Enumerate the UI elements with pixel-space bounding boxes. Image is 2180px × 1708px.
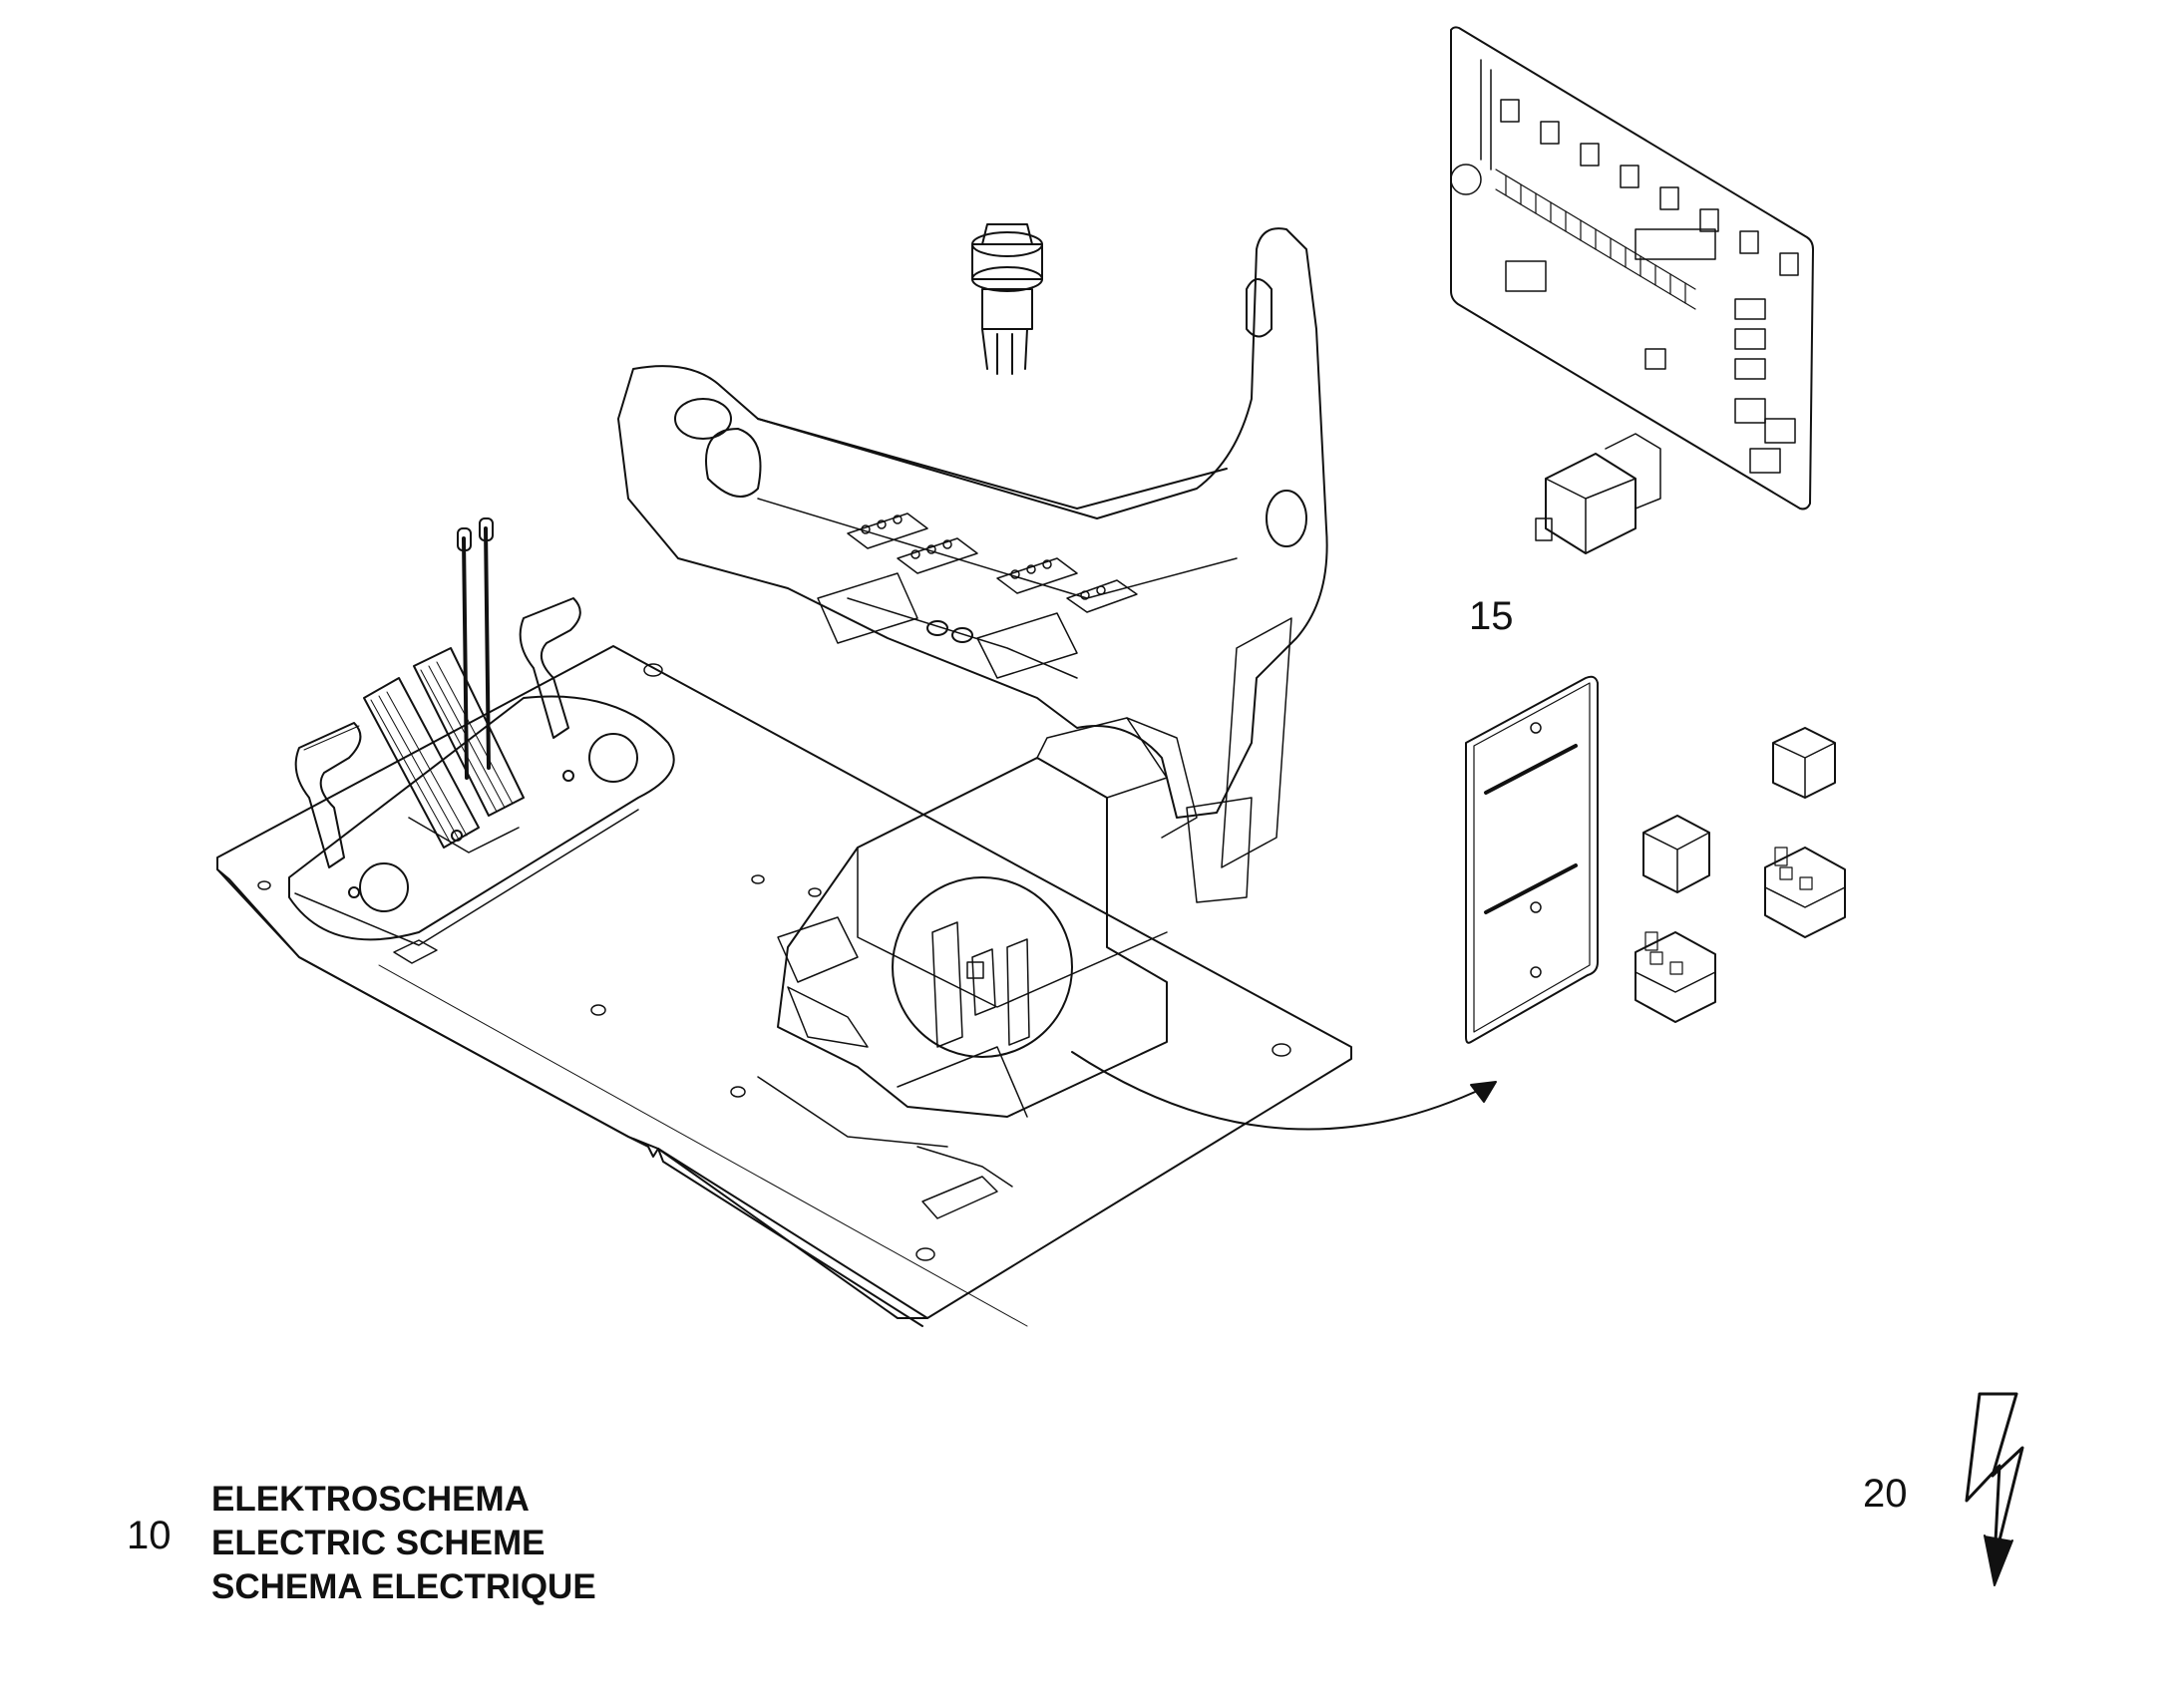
title-english: ELECTRIC SCHEME [211,1524,545,1562]
connector-block [1506,229,1795,473]
tow-handle [922,1177,997,1218]
plate-label-tag [394,940,437,963]
switch-panel-2 [898,538,977,573]
section-title: ELEKTROSCHEMA ELECTRIC SCHEME SCHEMA ELE… [211,1478,596,1609]
lightning-bolt-icon [1967,1394,2022,1585]
dashboard-console [618,228,1327,902]
console-opening-left [675,399,731,439]
switch-panel-3 [997,558,1077,593]
relay-row [1501,100,1798,275]
console-opening-right [1267,491,1306,546]
title-french: SCHEMA ELECTRIQUE [211,1567,596,1606]
fuse-strip [1496,170,1695,309]
callout-15: 15 [1469,594,1514,638]
floor-plate [217,646,1351,1326]
rotary-key-switch [972,224,1042,374]
callout-10: 10 [127,1514,172,1557]
pedal-plate [289,696,674,945]
title-dutch: ELEKTROSCHEMA [211,1480,530,1519]
relay-cube-1 [1773,728,1835,798]
control-circuit-board [1451,27,1813,509]
seat-box-frame [758,718,1197,1218]
accelerator-pedal-ridged-1 [364,678,479,848]
relay-socket-2 [1635,932,1715,1022]
blade-fuse [1536,434,1660,553]
relay-socket-1 [1765,848,1845,937]
switch-panel-1 [848,513,927,548]
pedal-right [521,598,580,738]
mounting-plate [1466,677,1598,1043]
control-levers [458,518,493,778]
detail-callout-circle [893,877,1072,1057]
callout-20: 20 [1863,1472,1908,1516]
switch-panel-4 [1067,580,1137,612]
leader-arrow [1072,1052,1496,1130]
plate-bolts [258,664,1290,1260]
pedal-left [296,723,361,867]
console-display-slot [818,573,917,643]
relay-cube-2 [1643,816,1709,892]
